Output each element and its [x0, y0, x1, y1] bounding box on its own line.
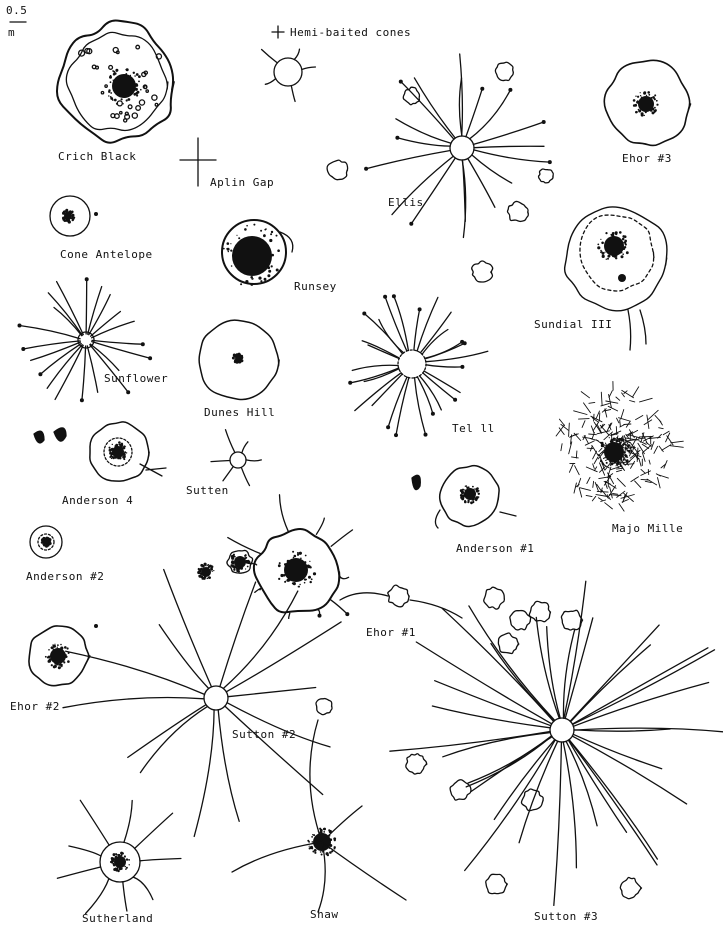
scale-label-top: 0.5: [6, 4, 27, 17]
specimen-label-majo-mille: Majo Mille: [612, 522, 683, 535]
specimen-label-anderson-1: Anderson #1: [456, 542, 534, 555]
specimen-label-sutton-3: Sutton #3: [534, 910, 598, 923]
specimen-label-ehor-3: Ehor #3: [622, 152, 672, 165]
specimen-label-ehor-2: Ehor #2: [10, 700, 60, 713]
specimen-label-runsey: Runsey: [294, 280, 337, 293]
specimen-label-ellis: Ellis: [388, 196, 424, 209]
specimen-label-sundial-iii: Sundial III: [534, 318, 612, 331]
specimen-label-sutten: Sutten: [186, 484, 229, 497]
specimen-label-aplin-gap: Aplin Gap: [210, 176, 274, 189]
legend-label: Hemi-baited cones: [290, 26, 411, 39]
specimen-label-sutton-2: Sutton #2: [232, 728, 296, 741]
specimen-label-crich-black: Crich Black: [58, 150, 136, 163]
specimen-label-ehor-1: Ehor #1: [366, 626, 416, 639]
scale-label-unit: m: [8, 26, 15, 39]
specimen-label-anderson-2: Anderson #2: [26, 570, 104, 583]
specimen-label-sunflower: Sunflower: [104, 372, 168, 385]
specimen-label-dunes-hill: Dunes Hill: [204, 406, 275, 419]
specimen-label-tel-ll: Tel ll: [452, 422, 495, 435]
specimen-label-sutherland: Sutherland: [82, 912, 153, 925]
specimen-label-shaw: Shaw: [310, 908, 339, 921]
specimen-label-anderson-4: Anderson 4: [62, 494, 133, 507]
specimen-label-cone-antelope: Cone Antelope: [60, 248, 153, 261]
